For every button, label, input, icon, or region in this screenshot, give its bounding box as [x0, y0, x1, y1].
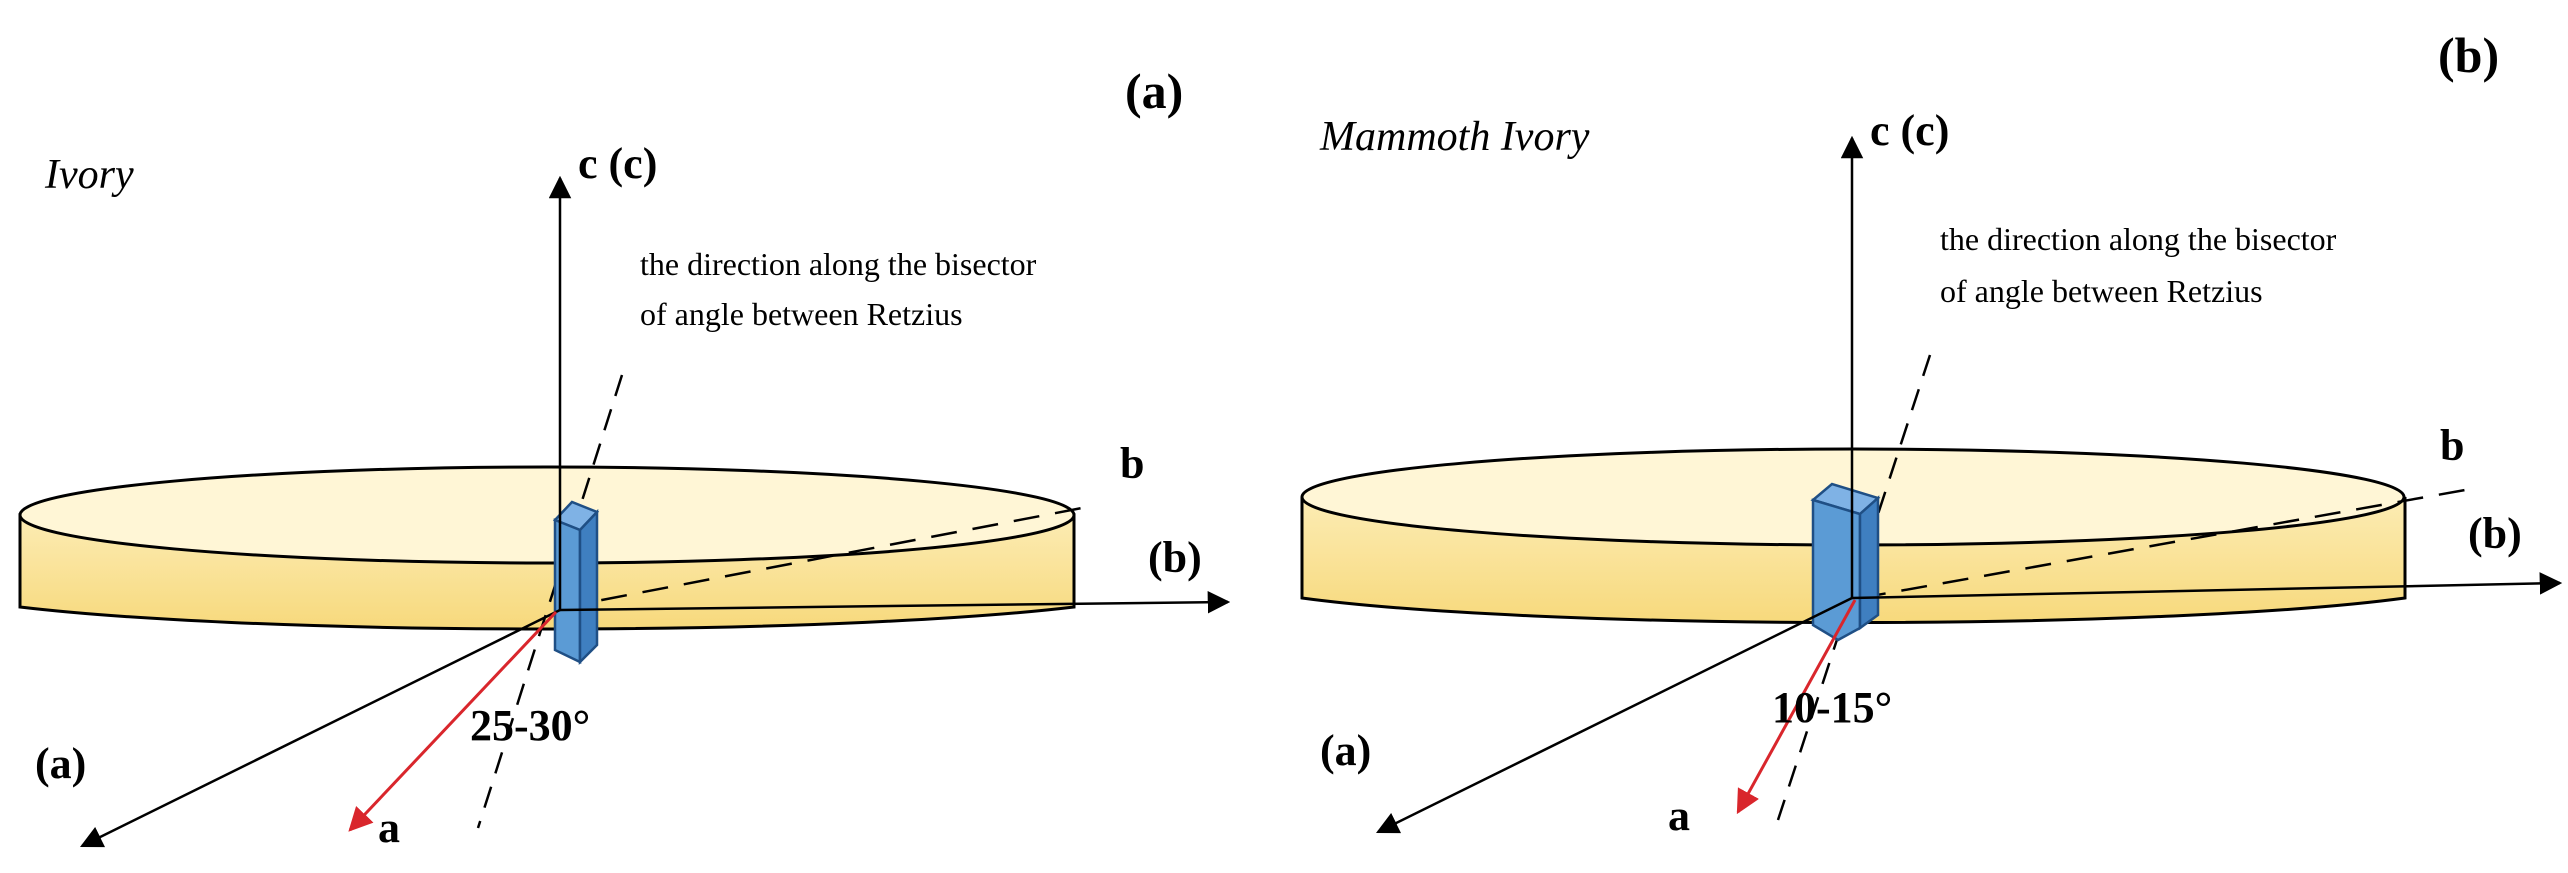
material-title: Mammoth Ivory: [1319, 114, 1590, 160]
a-paren-label: (a): [1320, 726, 1371, 775]
a-axis-label: a: [1668, 791, 1690, 840]
b-dashed-line: [1859, 488, 2466, 600]
angle-label: 10-15°: [1772, 683, 1892, 732]
bisector-dashed-line: [476, 374, 624, 829]
bisector-note-line2: of angle between Retzius: [640, 296, 963, 332]
b-paren-axis: [559, 590, 1231, 614]
b-paren-label: (b): [1148, 533, 1202, 582]
c-axis-label: c (c): [1870, 106, 1949, 155]
a-paren-axis: [79, 608, 561, 848]
panel-b: (b) Mammoth Ivory c (c) the direction al…: [1300, 27, 2563, 840]
b-axis-label: b: [1120, 439, 1144, 488]
bisector-note-line1: the direction along the bisector: [1940, 221, 2337, 257]
material-title: Ivory: [44, 152, 134, 198]
a-paren-axis: [1375, 596, 1853, 834]
b-axis-label: b: [2440, 421, 2464, 470]
panel-label: (a): [1125, 63, 1183, 119]
angle-label: 25-30°: [470, 701, 590, 750]
bisector-dashed-line: [1776, 354, 1932, 821]
panel-a: (a) Ivory c (c) the direction along the …: [18, 63, 1231, 852]
a-axis-red: [1736, 599, 1857, 815]
bisector-note-line1: the direction along the bisector: [640, 246, 1037, 282]
a-axis-red: [348, 610, 558, 832]
c-axis-label: c (c): [578, 139, 657, 188]
crystal-prism: [552, 500, 600, 666]
disk-top: [18, 465, 1076, 565]
a-axis-label: a: [378, 803, 400, 852]
bisector-note-line2: of angle between Retzius: [1940, 273, 2263, 309]
a-paren-label: (a): [35, 739, 86, 788]
b-paren-label: (b): [2468, 509, 2522, 558]
panel-label: (b): [2438, 27, 2499, 83]
b-dashed-line: [559, 506, 1083, 610]
b-paren-axis: [1851, 572, 2563, 600]
